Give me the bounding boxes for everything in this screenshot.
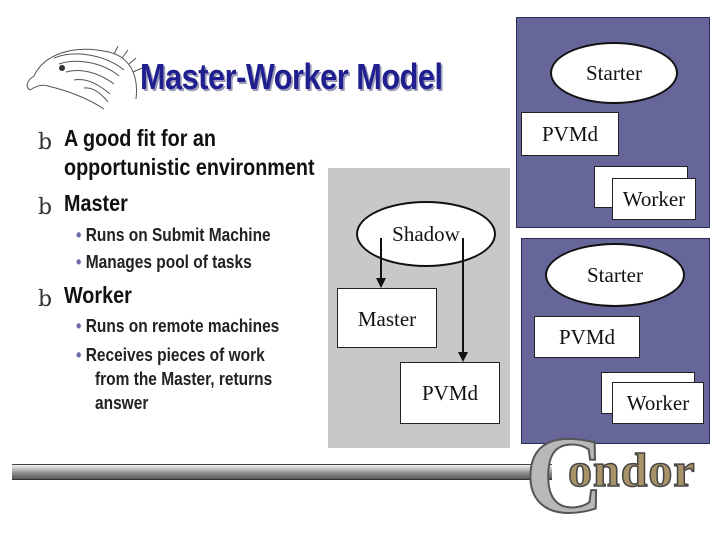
- sub-dot: •: [76, 345, 82, 365]
- pvmd-box-submit: PVMd: [400, 362, 500, 424]
- condor-logo-bar: [12, 464, 552, 480]
- sub-bullet-remote-machines: • Runs on remote machines: [76, 314, 279, 338]
- sub-bullet-text: Runs on remote machines: [85, 316, 280, 336]
- sub-dot: •: [76, 225, 82, 245]
- bullet-marker-1: b: [38, 130, 53, 155]
- bullet-marker-3: b: [38, 287, 53, 312]
- sub-bullet-text: Receives pieces of work: [85, 345, 265, 365]
- slide-title: Master-Worker Model: [140, 56, 443, 97]
- worker-box-bottom: Worker: [612, 382, 704, 424]
- pvmd-box-bottom: PVMd: [534, 316, 640, 358]
- arrowhead-master: [376, 278, 386, 288]
- bullet-good-fit-line1: A good fit for an: [64, 125, 216, 151]
- sub-bullet-text: Runs on Submit Machine: [85, 225, 271, 245]
- sub-bullet-returns-line: from the Master, returns: [95, 369, 273, 389]
- vulture-eye: [59, 65, 65, 71]
- condor-logo-c: C: [524, 414, 605, 536]
- sub-dot: •: [76, 316, 82, 336]
- sub-bullet-submit-machine: • Runs on Submit Machine: [76, 223, 271, 247]
- shadow-oval: Shadow: [356, 201, 496, 267]
- bullet-good-fit-line2: opportunistic environment: [64, 154, 315, 180]
- bullet-master: Master: [64, 190, 128, 216]
- sub-bullet-pool-of-tasks: • Manages pool of tasks: [76, 250, 252, 274]
- sub-bullet-text: Manages pool of tasks: [85, 252, 252, 272]
- condor-logo-text: ondor: [567, 444, 696, 497]
- master-box: Master: [337, 288, 437, 348]
- sub-bullet-answer-line: answer: [95, 393, 149, 413]
- sub-dot: •: [76, 252, 82, 272]
- sub-bullet-receives-work: • Receives pieces of work: [76, 343, 265, 367]
- pvmd-box-top: PVMd: [521, 112, 619, 156]
- arrowhead-pvmd: [458, 352, 468, 362]
- bullet-worker: Worker: [64, 282, 132, 308]
- bullet-marker-2: b: [38, 195, 53, 220]
- worker-box-top: Worker: [612, 178, 696, 220]
- vulture-logo-icon: [26, 45, 143, 110]
- starter-oval-bottom: Starter: [545, 243, 685, 307]
- starter-oval-top: Starter: [550, 42, 678, 104]
